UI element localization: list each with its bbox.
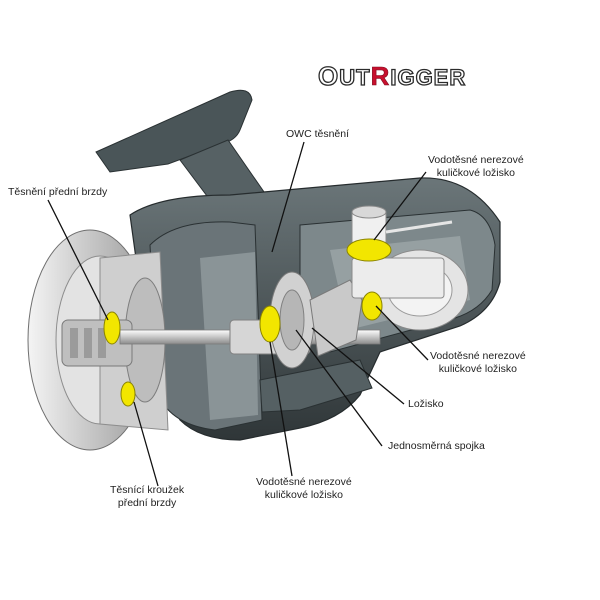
leader-bearing-bottom <box>269 341 293 477</box>
leader-front-drag-ring <box>133 401 159 487</box>
mid-bearing-yellow <box>361 291 383 321</box>
logo-letters-ut: UT <box>339 64 371 90</box>
leader-one-way-clutch <box>295 329 383 447</box>
label-bearing: Ložisko <box>408 398 444 410</box>
lower-housing-cut <box>259 359 373 413</box>
label-front-drag-seal: Těsnění přední brzdy <box>8 186 108 198</box>
leader-bearing-mid-right <box>375 305 429 361</box>
leader-lines <box>47 141 429 487</box>
front-shaft-bearing-yellow <box>259 305 281 343</box>
logo-letter-o: O <box>317 61 340 91</box>
leader-owc-seal <box>271 141 305 253</box>
label-bearing-mid-right: Vodotěsné nerezové kuličkové ložisko <box>430 350 526 375</box>
leader-bearing <box>311 327 405 405</box>
outrigger-logo: OUTRIGGER <box>317 61 522 91</box>
label-bearing-top-right: Vodotěsné nerezové kuličkové ložisko <box>428 154 524 179</box>
label-one-way-clutch: Jednosměrná spojka <box>388 440 485 452</box>
front-drag-ring-yellow <box>120 381 136 407</box>
gear-shaft-block <box>351 257 445 299</box>
label-bearing-bottom: Vodotěsné nerezové kuličkové ložisko <box>256 476 352 501</box>
logo-letters-igger: IGGER <box>390 64 467 90</box>
label-front-drag-ring: Těsnící kroužek přední brzdy <box>110 484 185 509</box>
leader-front-drag-seal <box>47 199 109 321</box>
leader-bearing-top-right <box>373 171 427 241</box>
label-owc-seal: OWC těsnění <box>286 128 350 140</box>
logo-letter-r: R <box>370 61 391 91</box>
top-bearing-seal <box>346 238 392 262</box>
